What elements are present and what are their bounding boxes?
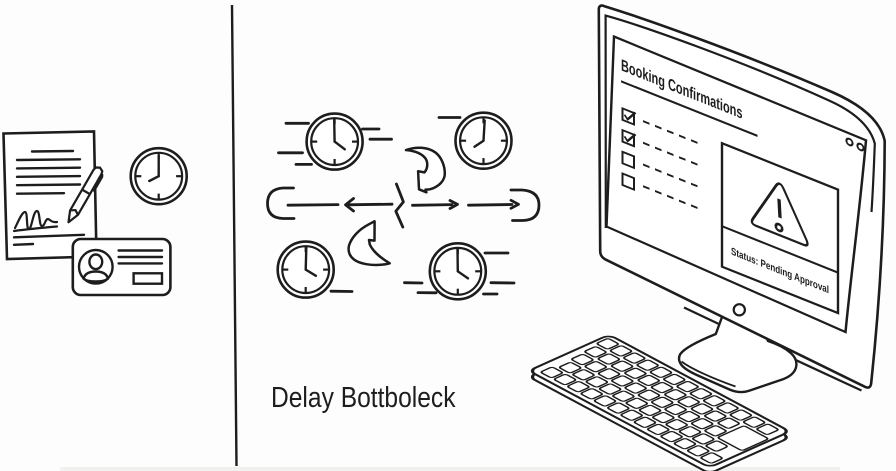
svg-text:Delay Bottboleck: Delay Bottboleck xyxy=(271,382,456,414)
